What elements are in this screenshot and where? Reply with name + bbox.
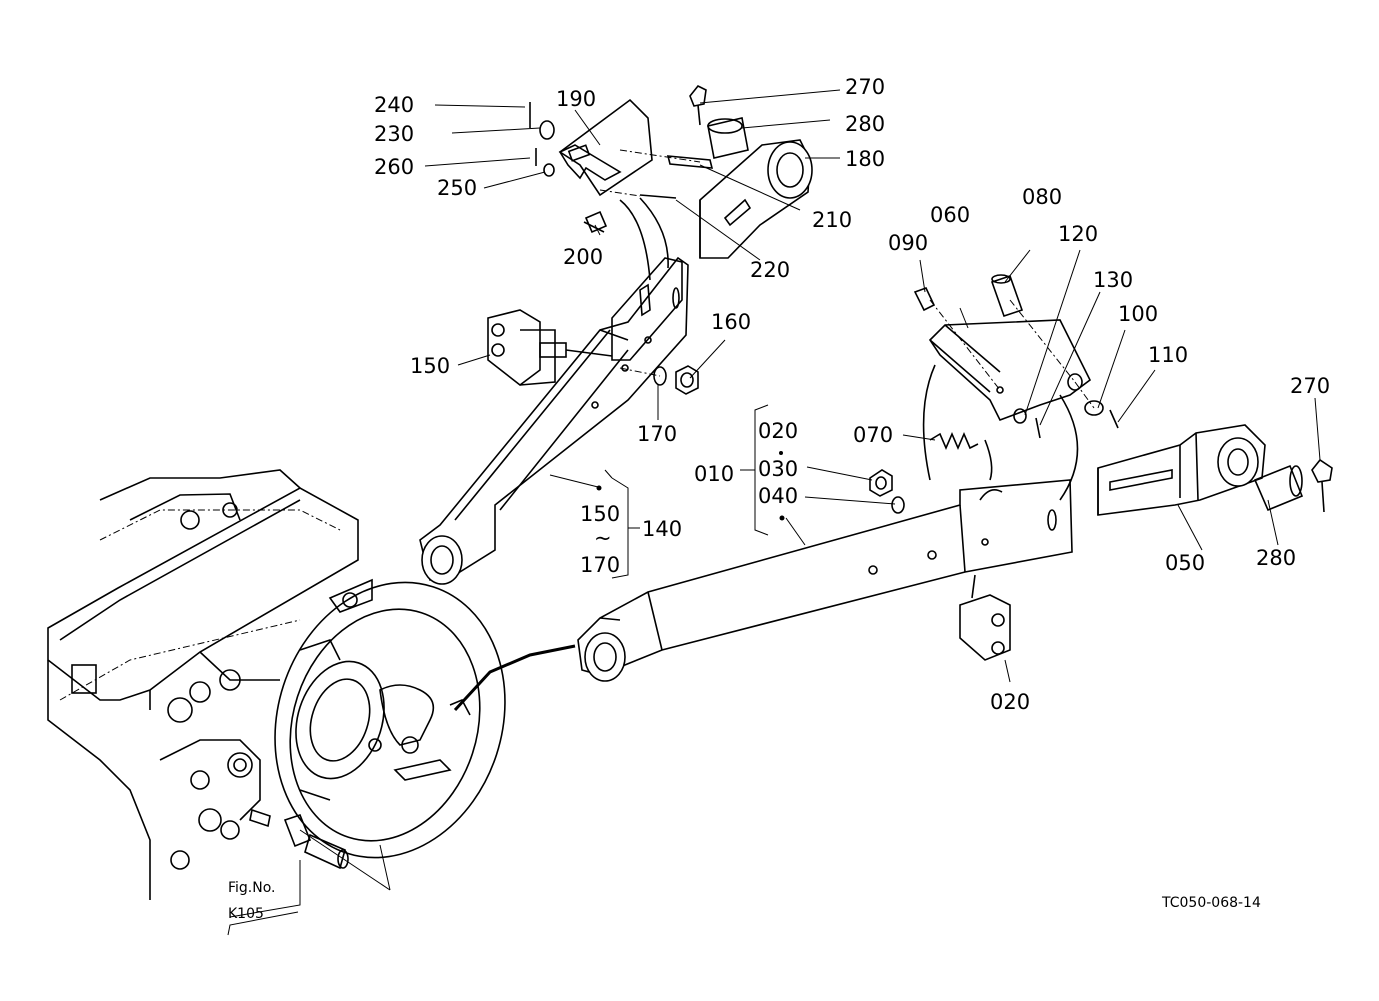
left-lower-link xyxy=(419,256,699,585)
label-160: 160 xyxy=(711,310,751,334)
label-150: 150 xyxy=(410,354,450,378)
label-080: 080 xyxy=(1022,185,1062,209)
lift-arm-connector xyxy=(453,644,576,712)
dot-marker xyxy=(779,515,785,521)
label-270-right: 270 xyxy=(1290,374,1330,398)
label-280-top: 280 xyxy=(845,112,885,136)
label-240: 240 xyxy=(374,93,414,117)
label-280-right: 280 xyxy=(1256,546,1296,570)
label-group-150: 150 xyxy=(580,502,620,526)
label-120: 120 xyxy=(1058,222,1098,246)
label-260: 260 xyxy=(374,155,414,179)
label-group-170: 170 xyxy=(580,553,620,577)
label-090: 090 xyxy=(888,231,928,255)
label-050: 050 xyxy=(1165,551,1205,575)
label-group-030: 030 xyxy=(758,457,798,481)
label-020-bottom: 020 xyxy=(990,690,1030,714)
leader-lines xyxy=(227,89,1321,936)
label-group-020: 020 xyxy=(758,419,798,443)
dot-marker xyxy=(779,451,783,455)
label-190: 190 xyxy=(556,87,596,111)
label-group-040: 040 xyxy=(758,484,798,508)
label-170: 170 xyxy=(637,422,677,446)
label-110: 110 xyxy=(1148,343,1188,367)
label-200: 200 xyxy=(563,245,603,269)
stabilizer-bracket xyxy=(913,274,1119,439)
label-270-top: 270 xyxy=(845,75,885,99)
label-060: 060 xyxy=(930,203,970,227)
diagram-code: TC050-068-14 xyxy=(1161,895,1261,911)
right-lower-link xyxy=(577,364,1079,682)
label-250: 250 xyxy=(437,176,477,200)
figure-ref-line1: Fig.No. xyxy=(228,880,276,896)
check-chain-bracket xyxy=(529,98,714,281)
transmission-housing xyxy=(47,469,506,918)
label-140: 140 xyxy=(642,517,682,541)
label-group-tilde: ~ xyxy=(594,526,612,550)
label-130: 130 xyxy=(1093,268,1133,292)
label-230: 230 xyxy=(374,122,414,146)
dot-marker xyxy=(596,485,602,491)
label-220: 220 xyxy=(750,258,790,282)
top-link-end xyxy=(689,84,813,259)
label-210: 210 xyxy=(812,208,852,232)
label-100: 100 xyxy=(1118,302,1158,326)
label-180: 180 xyxy=(845,147,885,171)
label-070: 070 xyxy=(853,423,893,447)
figure-ref-line2: K105 xyxy=(228,906,264,922)
telescopic-end xyxy=(1097,424,1333,516)
label-010: 010 xyxy=(694,462,734,486)
